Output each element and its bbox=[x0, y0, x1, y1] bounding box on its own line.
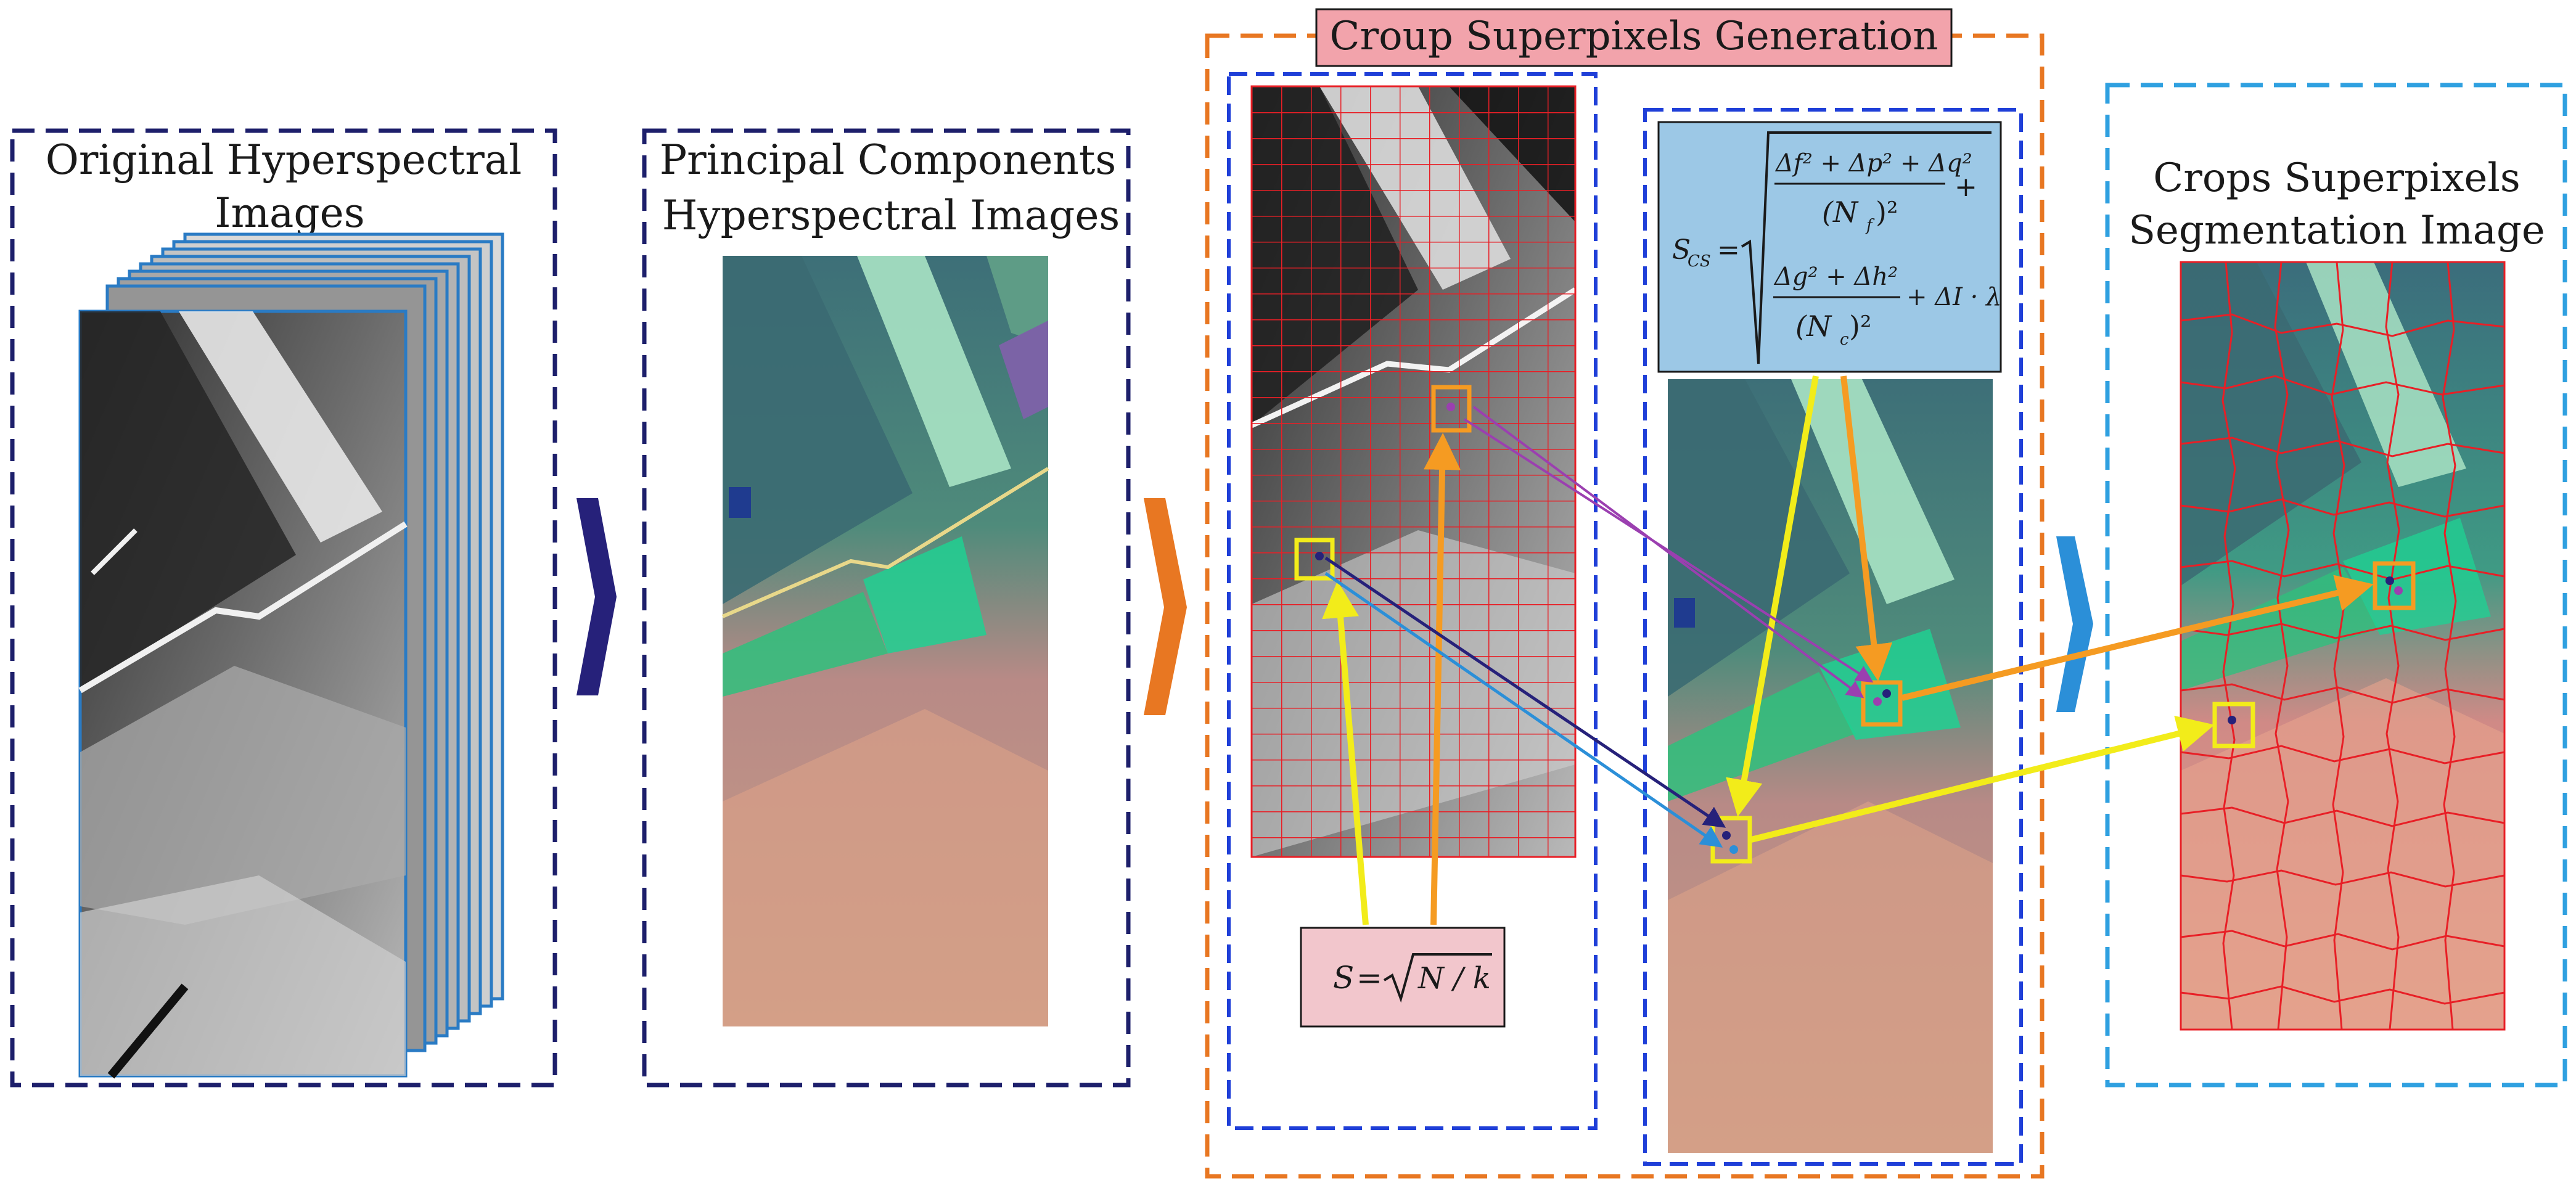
cell-center-point bbox=[1446, 403, 1455, 411]
distance-formula-lhs: S bbox=[1672, 234, 1691, 266]
selected-cell-yellow bbox=[1294, 538, 1335, 581]
original-title-line1: Original Hyperspectral bbox=[46, 136, 522, 184]
arrow-cell-to-region-blue bbox=[1324, 571, 1723, 848]
distance-num2: Δg² + Δh² bbox=[1773, 263, 1898, 291]
group-superpixels-panel: Croup Superpixels Generation S = N / k bbox=[1205, 8, 2045, 1179]
matched-region-orange bbox=[1861, 680, 1903, 727]
distance-tail: + ΔI · λ bbox=[1906, 283, 2001, 311]
principal-components-panel: Principal Components Hyperspectral Image… bbox=[642, 128, 1131, 1088]
distance-den2-end: )² bbox=[1849, 309, 1871, 343]
group-title-box bbox=[1315, 8, 1953, 67]
principal-title-line1: Principal Components bbox=[660, 136, 1117, 184]
step-formula-box bbox=[1300, 927, 1506, 1028]
arrow-formula-to-orange-region bbox=[1840, 375, 1893, 681]
step-size-formula: S = N / k bbox=[1300, 927, 1506, 1028]
segmentation-panel: Crops Superpixels Segmentation Image bbox=[2105, 83, 2567, 1088]
arrow-yellow-region-to-segment bbox=[1750, 715, 2215, 843]
segmentation-title-line2: Segmentation Image bbox=[2128, 208, 2545, 253]
original-panel-border bbox=[10, 128, 557, 1088]
distance-formula-box bbox=[1657, 121, 2002, 373]
front-band-image bbox=[78, 309, 408, 1079]
distance-den2-sub: c bbox=[1840, 330, 1849, 349]
principal-panel-border bbox=[642, 128, 1131, 1088]
distance-formula-equals: = bbox=[1717, 234, 1740, 266]
original-images-panel: Original Hyperspectral Images bbox=[10, 128, 557, 1088]
segmentation-title-line1: Crops Superpixels bbox=[2153, 155, 2520, 201]
distance-formula-lhs-sub: CS bbox=[1688, 252, 1711, 271]
arrow-cell-to-region-navy bbox=[1324, 556, 1726, 828]
gridded-band-image bbox=[1250, 85, 1577, 858]
segmented-region-yellow bbox=[2212, 702, 2255, 748]
selected-cell-orange bbox=[1431, 385, 1472, 433]
arrow-formula-to-yellow-region bbox=[1726, 375, 1819, 817]
arrow-cell-to-region-purple bbox=[1463, 418, 1874, 683]
region-point bbox=[1873, 697, 1882, 706]
segmentation-panel-border bbox=[2105, 83, 2567, 1088]
step-formula-rhs: N / k bbox=[1417, 961, 1491, 996]
region-point bbox=[1729, 845, 1738, 854]
group-title: Croup Superpixels Generation bbox=[1330, 14, 1938, 59]
distance-den1-end: )² bbox=[1876, 195, 1898, 229]
step-formula-lhs: S bbox=[1333, 960, 1354, 996]
region-point bbox=[2385, 576, 2394, 585]
arrow-step-to-orange-cell bbox=[1424, 433, 1461, 925]
region-point bbox=[2394, 586, 2403, 595]
band-image-stack bbox=[78, 232, 504, 1079]
sqrt-sign-icon bbox=[1741, 131, 1991, 364]
superpixel-boundaries bbox=[2180, 261, 2505, 1030]
grid-subpanel-border bbox=[1227, 72, 1598, 1130]
arrow-cell-to-region-purple bbox=[1472, 406, 1864, 698]
distance-subpanel-border bbox=[1643, 108, 2023, 1166]
distance-den1: (N bbox=[1822, 195, 1859, 229]
distance-den2: (N bbox=[1795, 309, 1832, 343]
region-point bbox=[1722, 831, 1731, 840]
principal-title-line2: Hyperspectral Images bbox=[662, 192, 1120, 239]
arrow-grouping-to-segmentation bbox=[2056, 536, 2093, 712]
segmented-region-orange bbox=[2373, 561, 2416, 610]
arrow-original-to-pc bbox=[576, 498, 617, 695]
cell-center-point bbox=[1315, 552, 1324, 560]
segmentation-image bbox=[2180, 261, 2506, 1031]
original-title-line2: Images bbox=[215, 189, 364, 237]
distance-plus: + bbox=[1955, 171, 1977, 203]
distance-formula: S CS = Δf² + Δp² + Δq² (N f )² + Δg² + Δ… bbox=[1657, 121, 2002, 373]
arrow-pc-to-grouping bbox=[1144, 498, 1187, 715]
region-point bbox=[1882, 689, 1891, 698]
arrow-orange-region-to-segment bbox=[1901, 575, 2374, 701]
distance-num1: Δf² + Δp² + Δq² bbox=[1774, 149, 1972, 178]
arrow-step-to-yellow-cell bbox=[1322, 581, 1369, 925]
step-formula-equals: = bbox=[1356, 960, 1382, 996]
pc-image-grouping bbox=[1668, 379, 1993, 1153]
region-point bbox=[2228, 716, 2236, 724]
pc-image bbox=[721, 256, 1049, 1026]
sqrt-sign-icon bbox=[1383, 953, 1492, 1003]
